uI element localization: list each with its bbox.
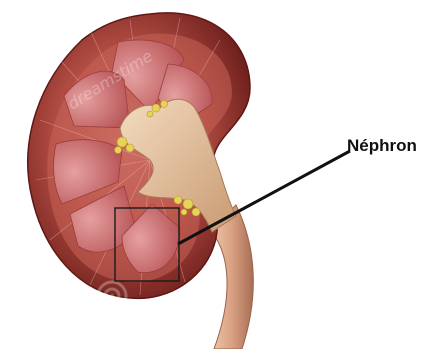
nephron-label: Néphron [347,136,417,156]
